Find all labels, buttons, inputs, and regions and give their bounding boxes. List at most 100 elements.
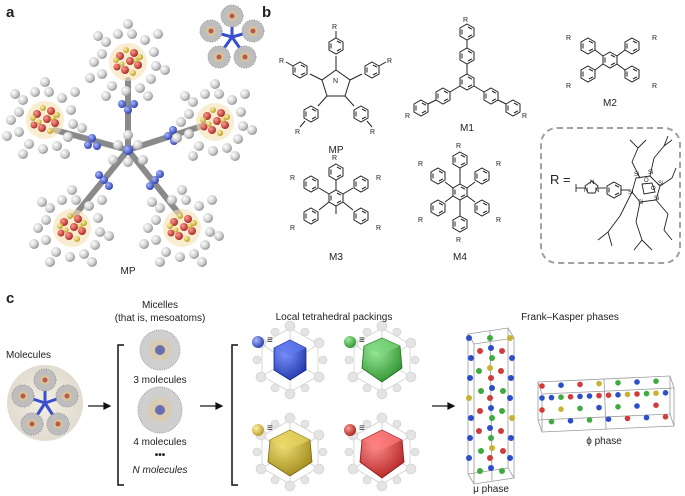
phi-lattice-site	[567, 394, 574, 400]
structure-m1	[413, 23, 521, 117]
phi-lattice-site	[653, 378, 659, 385]
structure-m2	[580, 37, 640, 83]
svg-text:O: O	[651, 186, 656, 192]
phi-lattice-site	[653, 390, 659, 397]
svg-text:N: N	[590, 180, 594, 186]
mu-lattice-site	[499, 408, 505, 414]
svg-text:R: R	[496, 161, 501, 168]
label-mp: MP	[328, 145, 344, 156]
phi-lattice-site	[634, 391, 640, 397]
phi-lattice-site	[662, 390, 669, 396]
phi-lattice-site	[577, 381, 583, 388]
equiv-green: ≡	[359, 335, 365, 346]
micelle-4	[137, 386, 183, 434]
mu-phase-label: μ phase	[473, 484, 509, 495]
phi-lattice-site	[653, 402, 659, 409]
svg-text:R: R	[290, 175, 295, 182]
phi-lattice-site	[596, 380, 602, 387]
panel-a-caption: MP	[120, 266, 136, 277]
panel-letter-c: c	[6, 290, 15, 307]
mu-lattice-site	[507, 335, 513, 341]
panel-letter-a: a	[6, 4, 15, 21]
svg-text:Si: Si	[638, 200, 643, 206]
svg-text:N: N	[333, 78, 338, 85]
phi-lattice-site	[615, 404, 621, 410]
phi-lattice-site	[643, 390, 650, 397]
molecules-label: Molecules	[6, 350, 52, 361]
panel-letter-b: b	[262, 4, 272, 21]
phi-phase-label: ϕ phase	[586, 436, 622, 447]
phi-lattice-site	[548, 418, 555, 425]
mu-lattice-site	[487, 395, 493, 401]
key-yellow-icon	[252, 424, 264, 436]
mu-lattice-site	[488, 435, 494, 441]
phi-lattice-site	[643, 414, 650, 421]
micelle-3	[139, 329, 181, 371]
svg-text:N: N	[584, 188, 588, 194]
structure-m4	[430, 151, 490, 233]
mu-lattice-site	[508, 375, 514, 381]
svg-text:R: R	[376, 225, 381, 232]
equiv-red: ≡	[359, 423, 365, 434]
mu-lattice-site	[499, 348, 505, 354]
polyhedron-green	[344, 320, 420, 400]
phi-phase-lattice	[537, 375, 675, 433]
mu-lattice-site	[489, 385, 495, 391]
svg-text:R: R	[387, 58, 392, 65]
phi-lattice-site	[615, 392, 621, 398]
mu-lattice-site	[499, 468, 505, 474]
mu-lattice-site	[477, 348, 483, 354]
svg-text:R: R	[279, 58, 284, 65]
svg-text:R: R	[295, 129, 300, 136]
label-n-molecules: N molecules	[132, 465, 188, 476]
mu-lattice-site	[500, 388, 506, 394]
mu-lattice-site	[477, 468, 483, 474]
equiv-yellow: ≡	[267, 423, 273, 434]
mu-lattice-site	[476, 368, 482, 374]
phi-lattice-site	[662, 414, 669, 420]
mu-lattice-site	[488, 465, 494, 471]
svg-text:R: R	[496, 217, 501, 224]
structure-m3	[303, 163, 369, 225]
r-group-box	[540, 127, 681, 264]
phi-lattice-site	[539, 383, 545, 389]
packings-title: Local tetrahedral packings	[275, 312, 393, 323]
phi-lattice-site	[577, 405, 583, 412]
svg-text:R: R	[566, 35, 571, 42]
mu-lattice-site	[498, 368, 504, 374]
phi-lattice-site	[548, 394, 555, 401]
svg-text:R: R	[566, 83, 571, 90]
mu-lattice-site	[467, 375, 473, 381]
svg-text:Si: Si	[654, 196, 659, 202]
svg-text:R: R	[376, 175, 381, 182]
mu-lattice-site	[478, 388, 484, 394]
label-m4: M4	[453, 252, 467, 263]
mu-lattice-site	[467, 435, 473, 441]
mu-lattice-site	[466, 395, 472, 401]
polyhedron-blue	[252, 320, 328, 400]
svg-text:Si: Si	[628, 190, 633, 196]
mu-lattice-site	[488, 345, 494, 351]
phi-lattice-site	[539, 395, 545, 401]
r-group-label: R =	[550, 172, 571, 187]
phi-lattice-site	[624, 391, 631, 398]
svg-text:O: O	[644, 178, 649, 184]
phi-lattice-site	[586, 393, 593, 399]
svg-text:Si: Si	[658, 181, 663, 187]
mu-lattice-site	[488, 405, 494, 411]
mu-lattice-site	[487, 365, 493, 371]
svg-text:R: R	[418, 161, 423, 168]
mu-lattice-site	[507, 455, 513, 461]
svg-text:R: R	[290, 225, 295, 232]
micelles-title: Micelles	[141, 300, 179, 311]
phi-lattice-site	[634, 379, 640, 385]
phi-lattice-site	[539, 407, 545, 413]
molecule-star-icon	[11, 368, 79, 436]
svg-text:R: R	[522, 113, 527, 120]
mu-lattice-site	[498, 428, 504, 434]
phi-lattice-site	[624, 415, 631, 422]
mu-lattice-site	[508, 435, 514, 441]
